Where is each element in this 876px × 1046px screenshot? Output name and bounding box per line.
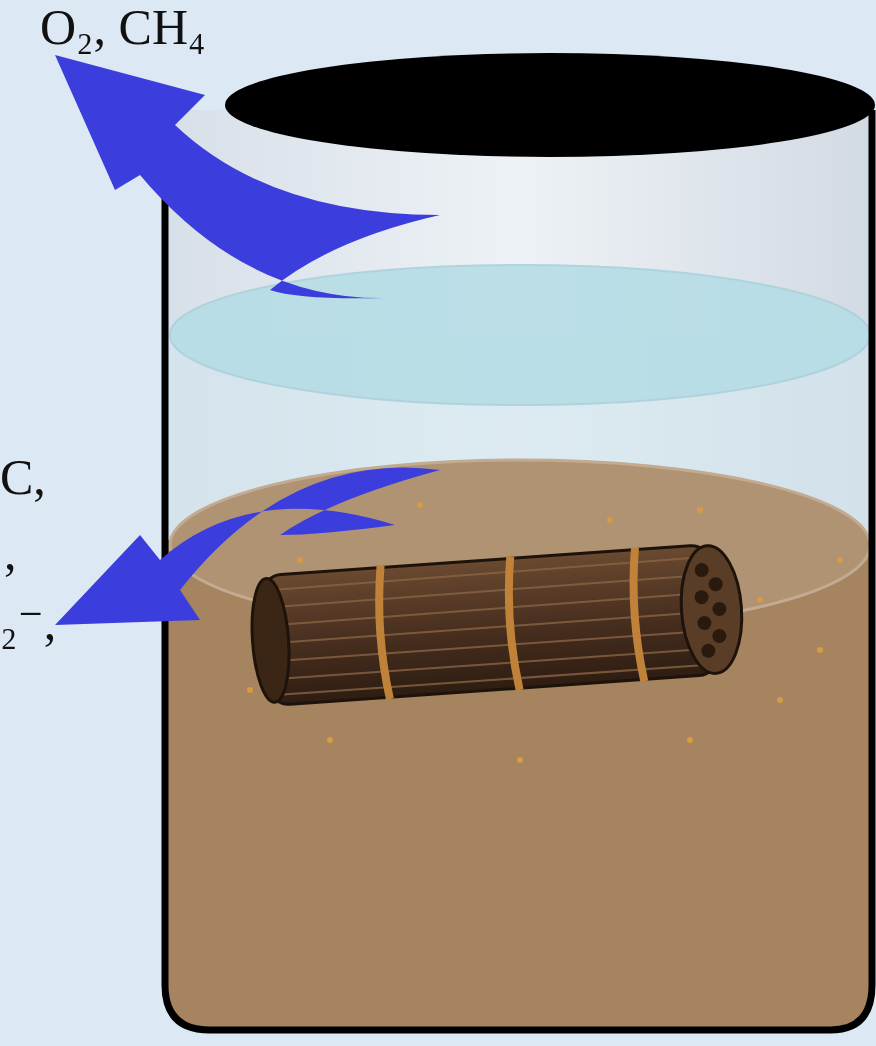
jar-lid <box>225 53 875 157</box>
gas-arrow <box>55 55 440 298</box>
solute-label: C, <box>0 450 46 505</box>
gas-label: O₂, CH₄ <box>40 0 205 55</box>
solute-label: ₂⁻, <box>0 595 56 650</box>
sediment <box>168 540 869 1027</box>
flux-arrows <box>55 55 440 625</box>
stick-bundle <box>248 541 746 709</box>
solute-label: , <box>4 525 17 580</box>
sediment-grains <box>247 502 843 763</box>
solute-arrow <box>55 468 440 626</box>
